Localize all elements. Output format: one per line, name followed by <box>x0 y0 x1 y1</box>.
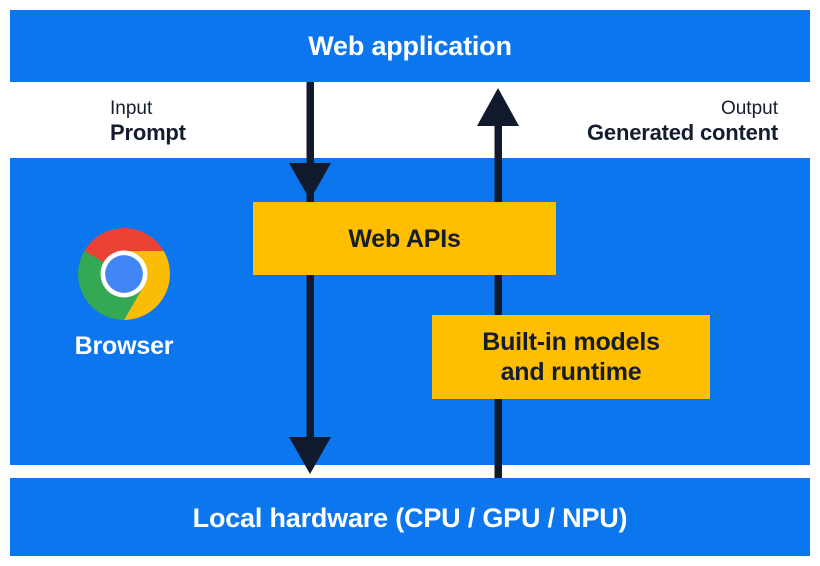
panel-web-application: Web application <box>10 10 810 82</box>
label-output: Output Generated content <box>587 98 778 146</box>
box-builtin-models-label: Built-in models and runtime <box>482 328 660 386</box>
panel-local-hardware: Local hardware (CPU / GPU / NPU) <box>10 478 810 556</box>
label-output-kicker: Output <box>720 98 778 119</box>
box-web-apis-label: Web APIs <box>348 224 461 253</box>
label-input-value: Prompt <box>110 120 186 146</box>
label-input: Input Prompt <box>110 98 186 146</box>
label-input-kicker: Input <box>110 98 153 119</box>
chrome-logo-icon <box>78 228 170 320</box>
label-output-value: Generated content <box>587 120 778 146</box>
box-builtin-models: Built-in models and runtime <box>432 315 710 399</box>
panel-web-application-label: Web application <box>308 31 512 61</box>
box-web-apis: Web APIs <box>253 202 556 275</box>
browser-group: Browser <box>48 228 200 368</box>
browser-caption-label: Browser <box>74 332 174 360</box>
panel-local-hardware-label: Local hardware (CPU / GPU / NPU) <box>192 503 628 533</box>
